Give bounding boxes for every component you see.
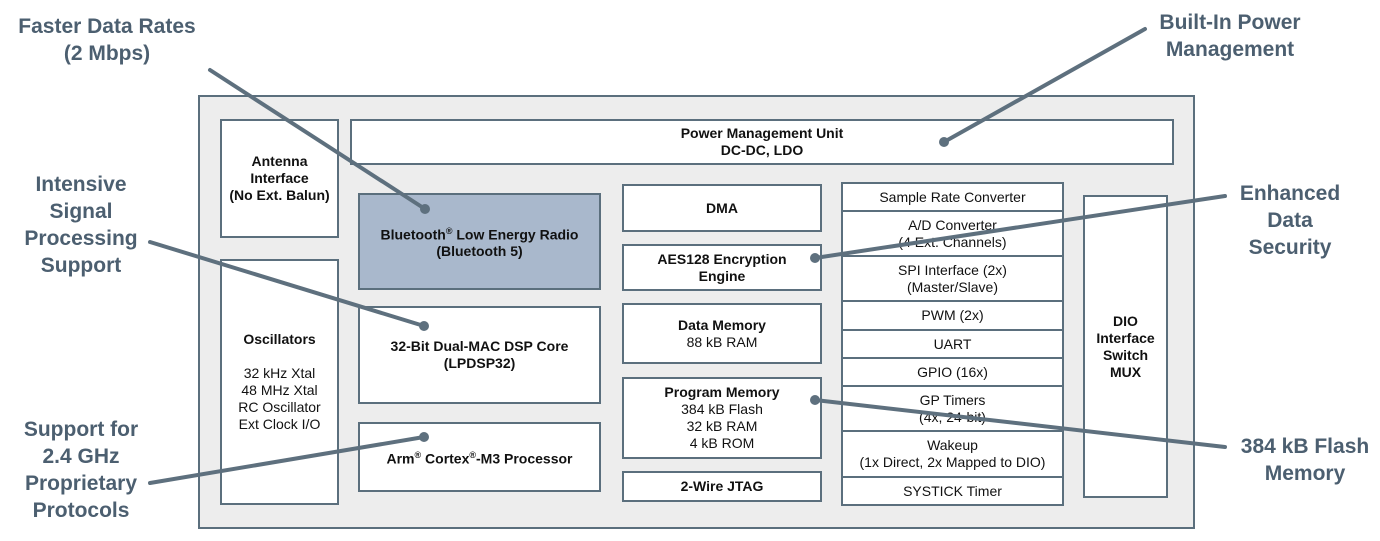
leader-line-faster-data <box>208 68 427 211</box>
arm-title: Arm® Cortex®-M3 Processor <box>386 449 573 467</box>
leader-line-flash <box>813 398 1227 449</box>
program-memory-item: 32 kB RAM <box>686 418 758 434</box>
callout-line: Memory <box>1264 462 1346 485</box>
dio-label-line: Interface <box>1096 329 1155 346</box>
dma-block: DMA <box>622 184 822 232</box>
callout-enhanced-data-security: Enhanced Data Security <box>1220 180 1360 261</box>
callout-line: Processing <box>24 227 138 250</box>
leader-line-signal-processing <box>148 240 426 328</box>
dio-mux-block: DIO Interface Switch MUX <box>1083 195 1168 498</box>
leader-line-proprietary <box>148 435 426 485</box>
callout-line: Protocols <box>32 499 130 522</box>
radio-title: Bluetooth® Low Energy Radio <box>380 225 579 243</box>
callout-intensive-signal-processing: Intensive Signal Processing Support <box>6 171 156 279</box>
jtag-label: 2-Wire JTAG <box>680 478 764 494</box>
callout-line: Support <box>40 254 122 277</box>
callout-line: Data <box>1267 209 1313 232</box>
program-memory-item: 4 kB ROM <box>689 435 755 451</box>
leader-dot-pmu <box>939 137 949 147</box>
callout-line: Enhanced <box>1239 182 1341 205</box>
dma-label: DMA <box>706 199 738 216</box>
callout-line: Management <box>1165 38 1295 61</box>
peripheral-sublabel: (4 Ext. Channels) <box>898 233 1007 250</box>
dio-label-line: MUX <box>1109 363 1142 380</box>
peripheral-systick-timer: SYSTICK Timer <box>841 476 1064 506</box>
program-memory-item: 384 kB Flash <box>681 401 763 417</box>
leader-dot-aes <box>810 253 820 263</box>
callout-line: 2.4 GHz <box>42 445 120 468</box>
callout-line: Support for <box>23 418 139 441</box>
oscillator-item: 32 kHz Xtal <box>243 365 316 381</box>
callout-line: Security <box>1248 236 1332 259</box>
antenna-label-line: Antenna <box>251 153 308 169</box>
callout-line: Proprietary <box>24 472 138 495</box>
callout-line: (2 Mbps) <box>63 42 151 65</box>
aes-engine-block: AES128 Encryption Engine <box>622 244 822 291</box>
peripheral-label: SPI Interface (2x) <box>898 261 1007 278</box>
program-memory-block: Program Memory 384 kB Flash 32 kB RAM 4 … <box>622 377 822 459</box>
dsp-title: 32-Bit Dual-MAC DSP Core <box>390 338 569 354</box>
power-management-unit-block: Power Management Unit DC-DC, LDO <box>350 119 1174 165</box>
peripheral-label: Wakeup <box>927 437 978 453</box>
peripheral-wakeup: Wakeup (1x Direct, 2x Mapped to DIO) <box>841 430 1064 478</box>
leader-dot-program-memory <box>810 395 820 405</box>
oscillator-item: RC Oscillator <box>238 399 321 415</box>
peripheral-sample-rate-converter: Sample Rate Converter <box>841 182 1064 212</box>
data-memory-block: Data Memory 88 kB RAM <box>622 303 822 364</box>
leader-dot-dsp <box>419 321 429 331</box>
callout-proprietary-protocols: Support for 2.4 GHz Proprietary Protocol… <box>4 416 158 524</box>
callout-line: Faster Data Rates <box>18 15 196 38</box>
pmu-subtitle: DC-DC, LDO <box>720 142 804 158</box>
leader-line-security <box>813 194 1227 260</box>
dsp-core-block: 32-Bit Dual-MAC DSP Core (LPDSP32) <box>358 306 601 404</box>
oscillators-title: Oscillators <box>243 331 316 347</box>
callout-line: Built-In Power <box>1159 11 1301 34</box>
peripheral-label: Sample Rate Converter <box>879 188 1026 205</box>
callout-faster-data-rates: Faster Data Rates (2 Mbps) <box>4 13 210 67</box>
peripheral-label: SYSTICK Timer <box>903 482 1002 499</box>
peripheral-label: UART <box>933 335 972 352</box>
dio-label-line: Switch <box>1102 346 1149 363</box>
callout-flash-memory: 384 kB Flash Memory <box>1225 433 1380 487</box>
peripheral-sublabel: (Master/Slave) <box>906 278 999 295</box>
leader-dot-arm <box>419 432 429 442</box>
data-memory-item: 88 kB RAM <box>686 333 758 350</box>
leader-line-power-management <box>942 27 1147 144</box>
peripheral-label: PWM (2x) <box>921 307 984 323</box>
oscillator-item: Ext Clock I/O <box>238 416 321 432</box>
callout-built-in-power-management: Built-In Power Management <box>1130 9 1330 63</box>
program-memory-title: Program Memory <box>664 384 780 400</box>
peripheral-sublabel: (1x Direct, 2x Mapped to DIO) <box>859 454 1046 470</box>
dio-label-line: DIO <box>1113 312 1138 329</box>
arm-processor-block: Arm® Cortex®-M3 Processor <box>358 422 601 492</box>
callout-line: 384 kB Flash <box>1240 435 1370 458</box>
pmu-title: Power Management Unit <box>680 125 844 141</box>
antenna-label-line: (No Ext. Balun) <box>229 187 330 203</box>
aes-title: AES128 Encryption <box>657 250 787 267</box>
leader-dot-radio <box>420 204 430 214</box>
data-memory-title: Data Memory <box>678 316 766 333</box>
ble-radio-block: Bluetooth® Low Energy Radio (Bluetooth 5… <box>358 193 601 290</box>
antenna-label-line: Interface <box>250 170 309 186</box>
oscillators-block: Oscillators 32 kHz Xtal 48 MHz Xtal RC O… <box>220 259 339 505</box>
callout-line: Signal <box>49 200 113 223</box>
dsp-subtitle: (LPDSP32) <box>443 355 516 371</box>
peripheral-label: GP Timers <box>919 391 986 408</box>
peripheral-label: GPIO (16x) <box>917 363 988 380</box>
radio-subtitle: (Bluetooth 5) <box>436 243 523 260</box>
callout-line: Intensive <box>35 173 127 196</box>
peripheral-label: A/D Converter <box>908 216 997 233</box>
oscillator-item: 48 MHz Xtal <box>241 382 318 398</box>
jtag-block: 2-Wire JTAG <box>622 471 822 502</box>
aes-subtitle: Engine <box>698 267 746 284</box>
